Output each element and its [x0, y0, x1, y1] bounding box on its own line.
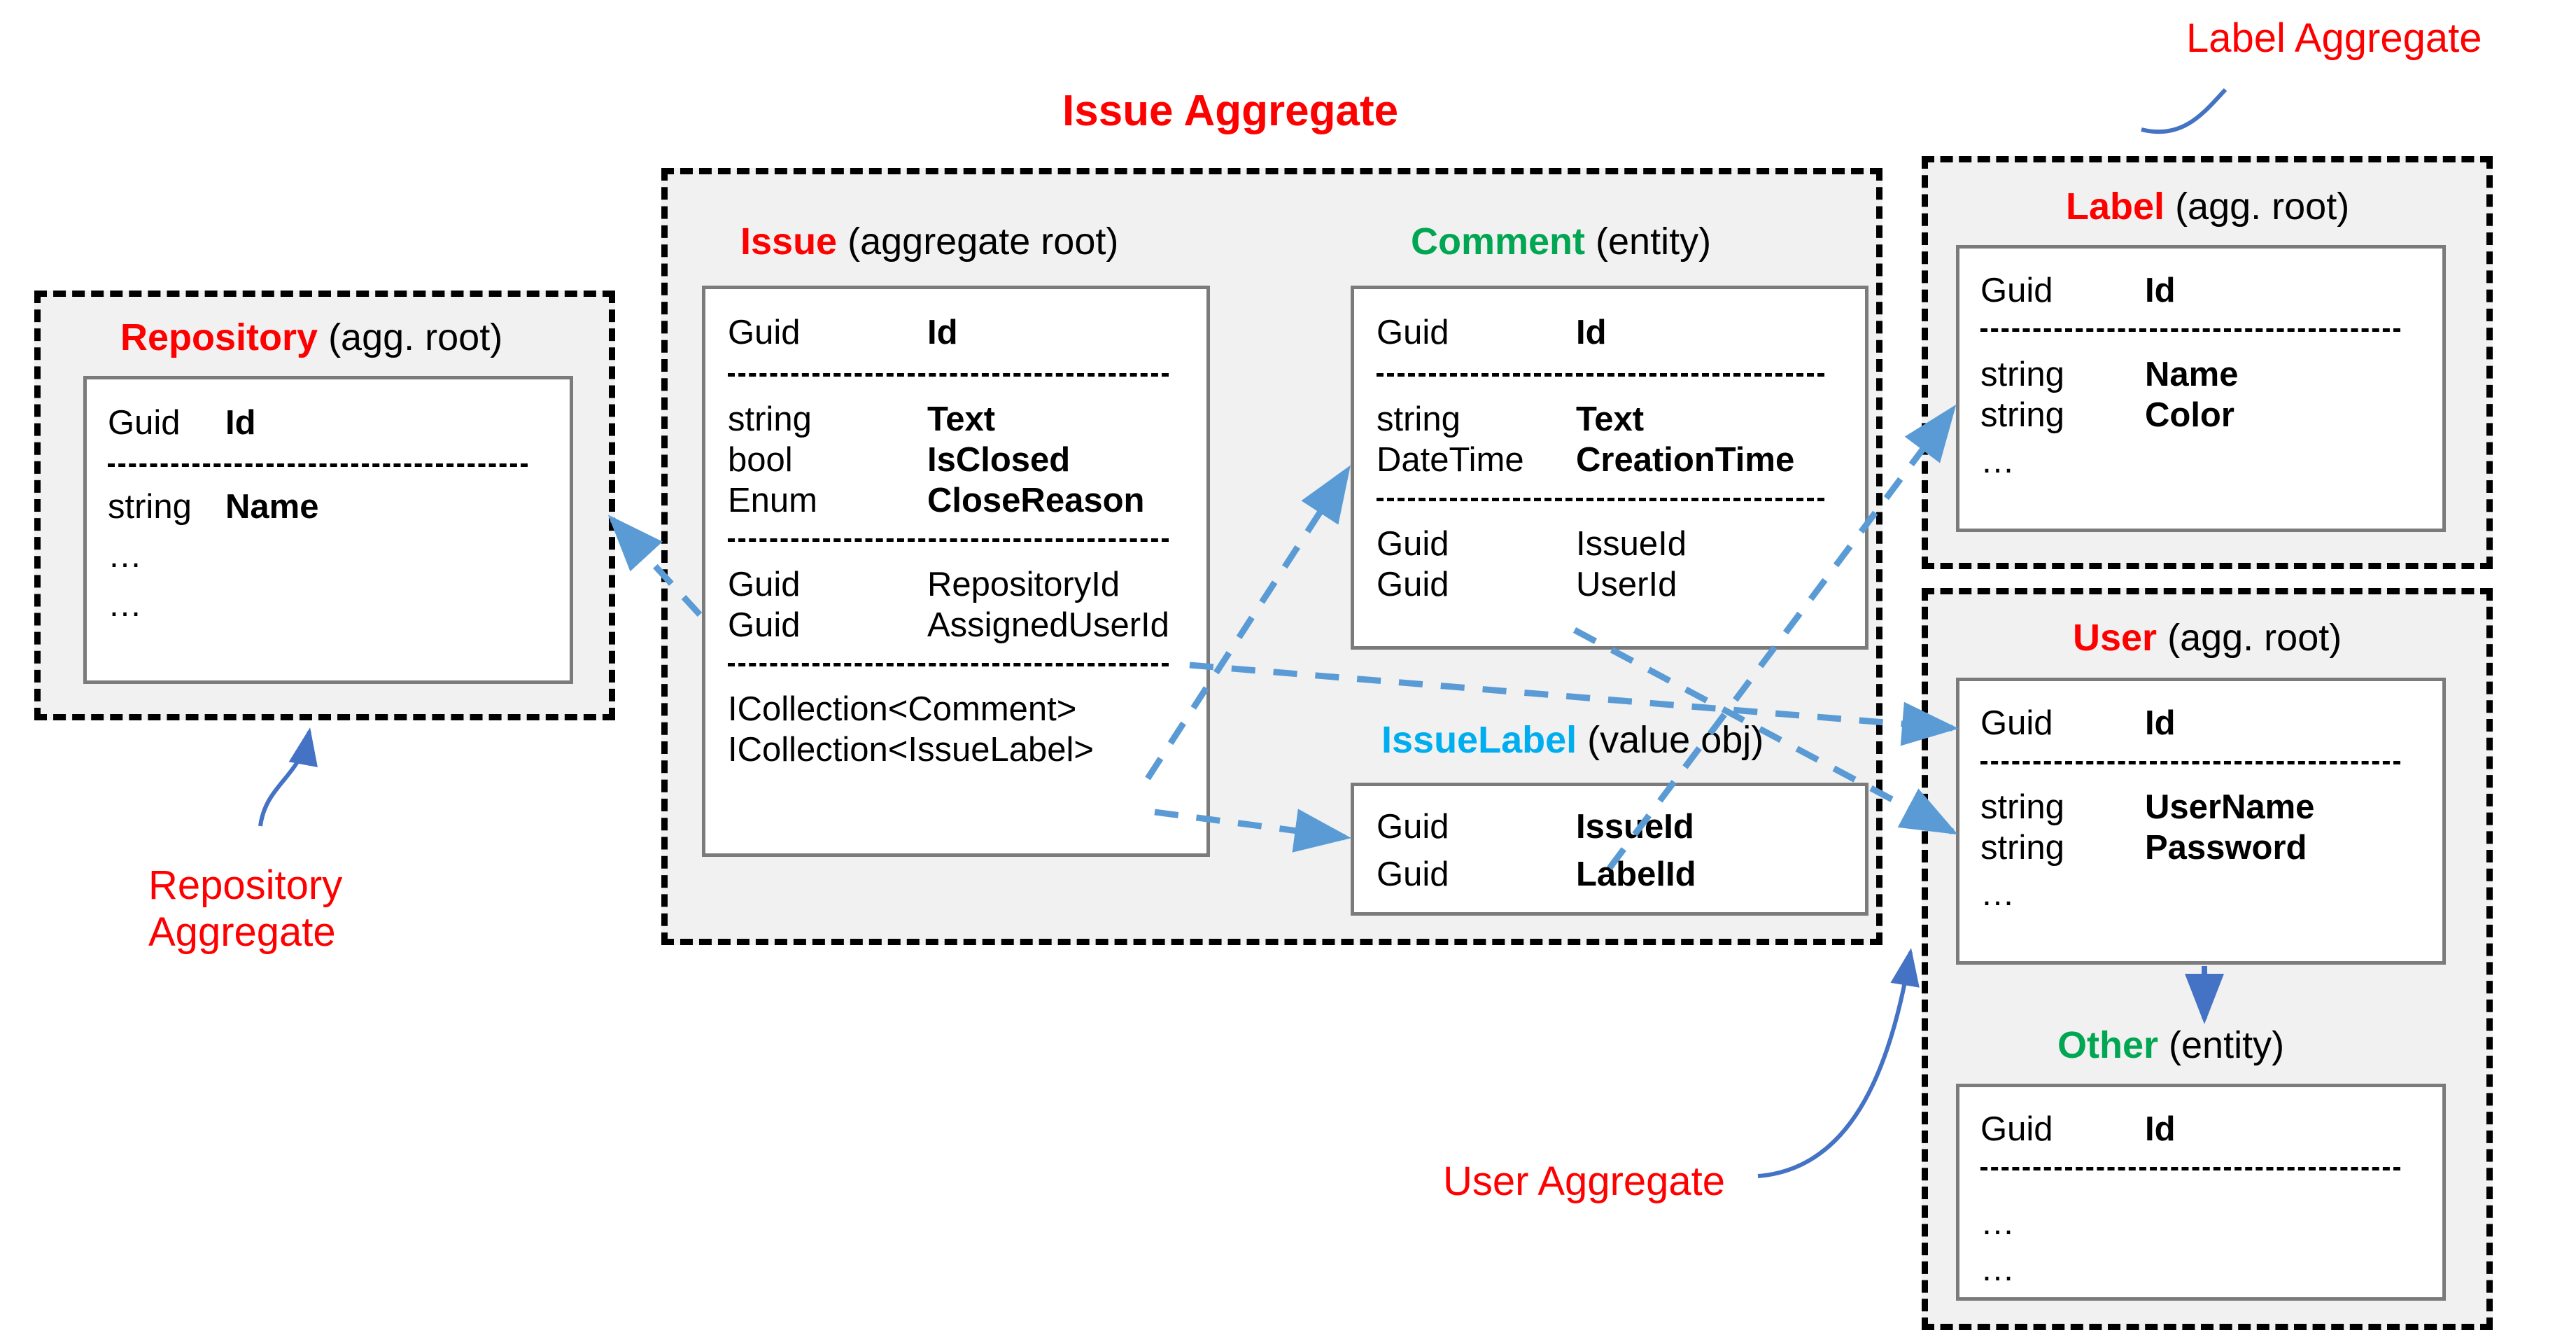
field-type: Guid: [1377, 566, 1449, 603]
field-name: CreationTime: [1576, 441, 1795, 479]
issuelabel-card-caption: IssueLabel (value obj): [1381, 721, 1764, 759]
field-name: CloseReason: [927, 482, 1145, 519]
field-type: …: [1980, 875, 2015, 913]
leader-user-aggregate: [1757, 948, 1920, 1178]
field-name: Id: [2145, 272, 2176, 309]
issue-name: Issue: [740, 221, 838, 263]
row-divider: [728, 373, 1169, 377]
repository-aggregate-annotation: Repository Aggregate: [148, 862, 342, 956]
issuelabel-name: IssueLabel: [1381, 719, 1577, 761]
label-card: Guid Id string Name string Color …: [1956, 245, 2446, 532]
field-type: …: [108, 537, 142, 575]
field-name: Id: [2145, 1110, 2176, 1148]
repository-card: Guid Id string Name … …: [83, 376, 573, 684]
field-type: ICollection<Comment>: [728, 690, 1077, 728]
field-name: Text: [927, 400, 996, 438]
other-name: Other: [2057, 1024, 2159, 1066]
field-type: DateTime: [1377, 441, 1524, 479]
issue-card-caption: Issue (aggregate root): [740, 223, 1118, 260]
field-type: Guid: [1980, 1110, 2053, 1148]
field-name: Name: [2145, 356, 2239, 393]
other-stereotype: (entity): [2169, 1024, 2285, 1066]
row-divider: [1980, 1167, 2400, 1170]
field-type: Guid: [1377, 525, 1449, 563]
field-type: string: [1980, 396, 2064, 434]
repository-name: Repository: [120, 316, 318, 358]
field-name: Id: [225, 404, 256, 442]
label-name: Label: [2066, 186, 2165, 228]
issue-card: Guid Id string Text bool IsClosed Enum C…: [702, 286, 1210, 857]
field-type: Guid: [1377, 855, 1449, 893]
label-stereotype: (agg. root): [2175, 186, 2350, 228]
field-type: Guid: [1377, 808, 1449, 846]
field-type: string: [1980, 788, 2064, 826]
row-divider: [1980, 328, 2400, 332]
other-card-caption: Other (entity): [2057, 1026, 2284, 1064]
row-divider: [1377, 498, 1824, 501]
label-aggregate-annotation: Label Aggregate: [2186, 15, 2482, 61]
repository-card-caption: Repository (agg. root): [120, 319, 502, 356]
field-name: UserName: [2145, 788, 2315, 826]
field-type: Guid: [728, 566, 801, 603]
annotation-line-2: Aggregate: [148, 909, 336, 955]
field-type: Guid: [728, 314, 801, 351]
field-type: bool: [728, 441, 793, 479]
field-type: string: [108, 488, 192, 526]
field-name: Id: [1576, 314, 1607, 351]
issue-stereotype: (aggregate root): [847, 221, 1119, 263]
row-divider: [728, 538, 1169, 542]
field-type: …: [108, 586, 142, 624]
field-type: Guid: [728, 606, 801, 644]
field-type: Enum: [728, 482, 818, 519]
annotation-line-1: Repository: [148, 862, 343, 908]
field-type: Guid: [108, 404, 181, 442]
row-divider: [1377, 373, 1824, 377]
label-card-caption: Label (agg. root): [2066, 188, 2349, 225]
field-name: IssueId: [1576, 808, 1694, 846]
user-card-caption: User (agg. root): [2073, 619, 2342, 657]
field-name: LabelId: [1576, 855, 1696, 893]
repository-stereotype: (agg. root): [328, 316, 503, 358]
leader-label-aggregate: [2141, 88, 2227, 134]
field-type: string: [1980, 356, 2064, 393]
field-name: IsClosed: [927, 441, 1071, 479]
issuelabel-card: Guid IssueId Guid LabelId: [1351, 783, 1868, 916]
leader-repository-aggregate: [258, 727, 318, 827]
page-title: Issue Aggregate: [1062, 87, 1399, 135]
field-type: …: [1980, 1204, 2015, 1242]
field-type: string: [1980, 829, 2064, 867]
field-type: string: [728, 400, 812, 438]
issuelabel-stereotype: (value obj): [1587, 719, 1764, 761]
comment-card-caption: Comment (entity): [1411, 223, 1711, 260]
field-type: Guid: [1980, 704, 2053, 742]
comment-stereotype: (entity): [1596, 221, 1712, 263]
user-name: User: [2073, 617, 2158, 659]
field-type: string: [1377, 400, 1461, 438]
field-name: IssueId: [1576, 525, 1687, 563]
field-name: Password: [2145, 829, 2307, 867]
field-name: AssignedUserId: [927, 606, 1169, 644]
field-name: UserId: [1576, 566, 1677, 603]
field-name: Name: [225, 488, 319, 526]
comment-name: Comment: [1411, 221, 1586, 263]
field-type: …: [1980, 1250, 2015, 1288]
field-type: …: [1980, 442, 2015, 480]
field-name: Id: [2145, 704, 2176, 742]
row-divider: [1980, 761, 2400, 764]
other-card: Guid Id … …: [1956, 1084, 2446, 1301]
field-name: Id: [927, 314, 958, 351]
comment-card: Guid Id string Text DateTime CreationTim…: [1351, 286, 1868, 650]
user-stereotype: (agg. root): [2167, 617, 2342, 659]
row-divider: [108, 463, 528, 467]
user-card: Guid Id string UserName string Password …: [1956, 678, 2446, 965]
field-type: Guid: [1377, 314, 1449, 351]
field-name: RepositoryId: [927, 566, 1120, 603]
field-type: Guid: [1980, 272, 2053, 309]
field-name: Color: [2145, 396, 2234, 434]
field-name: Text: [1576, 400, 1645, 438]
user-aggregate-annotation: User Aggregate: [1443, 1159, 1726, 1204]
field-type: ICollection<IssueLabel>: [728, 731, 1095, 769]
row-divider: [728, 663, 1169, 666]
